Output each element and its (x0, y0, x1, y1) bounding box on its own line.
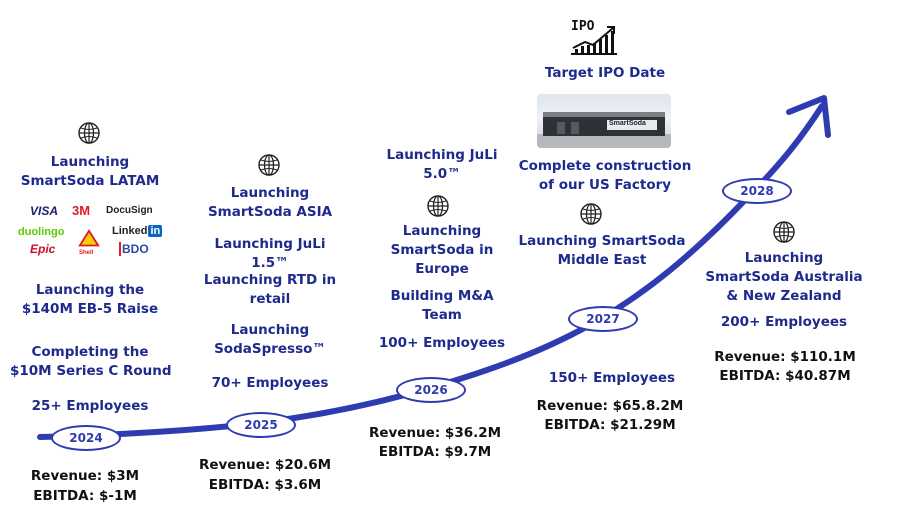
sodaspresso-line1: Launching (230, 322, 310, 338)
europe-line2: SmartSoda in (390, 242, 494, 258)
australia-line2: SmartSoda Australia (705, 269, 863, 285)
ipo-label: Target IPO Date (544, 65, 666, 81)
juli15-line1: Launching JuLi (214, 236, 326, 252)
ebitda-2025: EBITDA: $3.6M (208, 477, 322, 493)
ebitda-2028: EBITDA: $40.87M (719, 368, 851, 384)
employees-2026: 100+ Employees (378, 335, 506, 351)
duolingo-logo: duolingo (18, 226, 65, 238)
globe-icon (427, 195, 449, 217)
year-marker-2027: 2027 (568, 306, 638, 332)
ebitda-2027: EBITDA: $21.29M (544, 417, 676, 433)
latam-line2: SmartSoda LATAM (20, 173, 160, 189)
linkedin-text: Linked (112, 225, 148, 237)
globe-icon (773, 221, 795, 243)
revenue-2026: Revenue: $36.2M (368, 425, 502, 441)
year-marker-2026: 2026 (396, 377, 466, 403)
employees-2027: 150+ Employees (548, 370, 676, 386)
shell-logo (78, 229, 100, 247)
visa-logo: VISA (30, 204, 59, 218)
factory-sign: SmartSoda (609, 120, 646, 127)
year-marker-2028: 2028 (722, 178, 792, 204)
ipo-chart-icon: IPO (571, 19, 617, 55)
eb5-line2: $140M EB-5 Raise (21, 301, 159, 317)
factory-caption-line2: of our US Factory (538, 177, 672, 193)
ma-line1: Building M&A (390, 288, 494, 304)
europe-line1: Launching (402, 223, 482, 239)
rtd-line2: retail (249, 291, 291, 307)
series-c-line1: Completing the (31, 344, 149, 360)
bdo-logo: BDO (119, 242, 149, 256)
australia-line3: & New Zealand (726, 288, 842, 304)
employees-2025: 70+ Employees (211, 375, 329, 391)
year-marker-2024: 2024 (51, 425, 121, 451)
sodaspresso-line2: SodaSpresso™ (214, 341, 326, 357)
revenue-2027: Revenue: $65.8.2M (536, 398, 684, 414)
epic-logo: Epic (30, 242, 56, 256)
revenue-2028: Revenue: $110.1M (714, 349, 856, 365)
juli50-line1: Launching JuLi (386, 147, 498, 163)
eb5-line1: Launching the (35, 282, 145, 298)
linkedin-in: in (148, 225, 163, 237)
latam-line1: Launching (50, 154, 130, 170)
employees-2024: 25+ Employees (31, 398, 149, 414)
year-marker-2025: 2025 (226, 412, 296, 438)
shell-label: Shell (79, 250, 94, 256)
ebitda-2024: EBITDA: $-1M (33, 488, 137, 504)
series-c-line2: $10M Series C Round (10, 363, 172, 379)
ebitda-2026: EBITDA: $9.7M (378, 444, 492, 460)
revenue-2025: Revenue: $20.6M (198, 457, 332, 473)
3m-logo: 3M (72, 203, 91, 218)
svg-text:IPO: IPO (571, 19, 595, 34)
rtd-line1: Launching RTD in (203, 272, 337, 288)
asia-line2: SmartSoda ASIA (207, 204, 333, 220)
arrow-head-icon (786, 95, 831, 138)
juli15-line2: 1.5™ (251, 255, 289, 271)
globe-icon (258, 154, 280, 176)
ma-line2: Team (422, 307, 462, 323)
middle-east-line2: Middle East (557, 252, 647, 268)
factory-caption-line1: Complete construction (518, 158, 692, 174)
europe-line3: Europe (415, 261, 469, 277)
globe-icon (580, 203, 602, 225)
australia-line1: Launching (744, 250, 824, 266)
middle-east-line1: Launching SmartSoda (518, 233, 686, 249)
docusign-logo: DocuSign (106, 205, 153, 216)
revenue-2024: Revenue: $3M (30, 468, 140, 484)
us-factory-image: SmartSoda (537, 94, 671, 148)
employees-2028: 200+ Employees (720, 314, 848, 330)
globe-icon (78, 122, 100, 144)
juli50-line2: 5.0™ (423, 166, 461, 182)
asia-line1: Launching (230, 185, 310, 201)
